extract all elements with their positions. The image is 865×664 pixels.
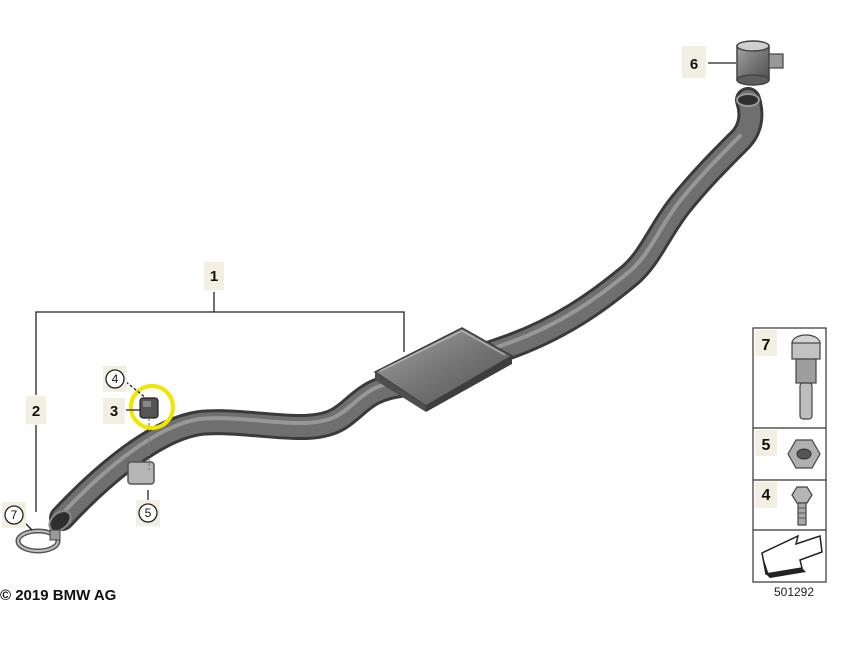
callout-1[interactable]: 1 — [210, 268, 218, 285]
diagram-id: 501292 — [774, 585, 814, 599]
copyright-text: © 2019 BMW AG — [0, 587, 116, 604]
legend-item-4[interactable]: 4 — [762, 487, 771, 504]
forward-arrow-icon — [761, 534, 823, 578]
callout-3-box — [103, 398, 125, 424]
callout-7-circle — [4, 505, 24, 525]
callout-7[interactable]: 7 — [11, 508, 18, 522]
hex-nut-icon — [787, 439, 821, 469]
pipe-clamp-bottom[interactable] — [15, 528, 61, 554]
legend-item-4-box — [755, 482, 777, 508]
hanger-bracket[interactable] — [127, 461, 155, 485]
legend-item-7-box — [755, 330, 777, 356]
callout-2-box — [26, 396, 46, 424]
rubber-mount[interactable] — [139, 397, 159, 470]
muffler[interactable] — [373, 327, 514, 412]
legend-item-7[interactable]: 7 — [762, 337, 771, 354]
leader-lines — [21, 62, 736, 531]
callout-4-circle — [105, 369, 125, 389]
callout-2[interactable]: 2 — [32, 403, 40, 420]
callout-6-box — [682, 46, 706, 78]
legend-panel: 7 5 4 — [752, 327, 827, 583]
callout-5-circle — [138, 503, 158, 523]
legend-item-5-box — [755, 430, 777, 456]
legend-item-5[interactable]: 5 — [762, 437, 771, 454]
callout-4[interactable]: 4 — [112, 372, 119, 386]
callout-6[interactable]: 6 — [690, 56, 698, 73]
callout-1-box — [204, 262, 224, 290]
pipe-clamp-top[interactable] — [736, 40, 784, 86]
highlight-ring — [129, 384, 175, 430]
callout-5[interactable]: 5 — [145, 506, 152, 520]
exhaust-pipe[interactable] — [46, 87, 764, 535]
bolt-icon — [791, 486, 813, 526]
callout-3[interactable]: 3 — [110, 403, 118, 420]
clamp-bolt-icon — [791, 334, 821, 420]
